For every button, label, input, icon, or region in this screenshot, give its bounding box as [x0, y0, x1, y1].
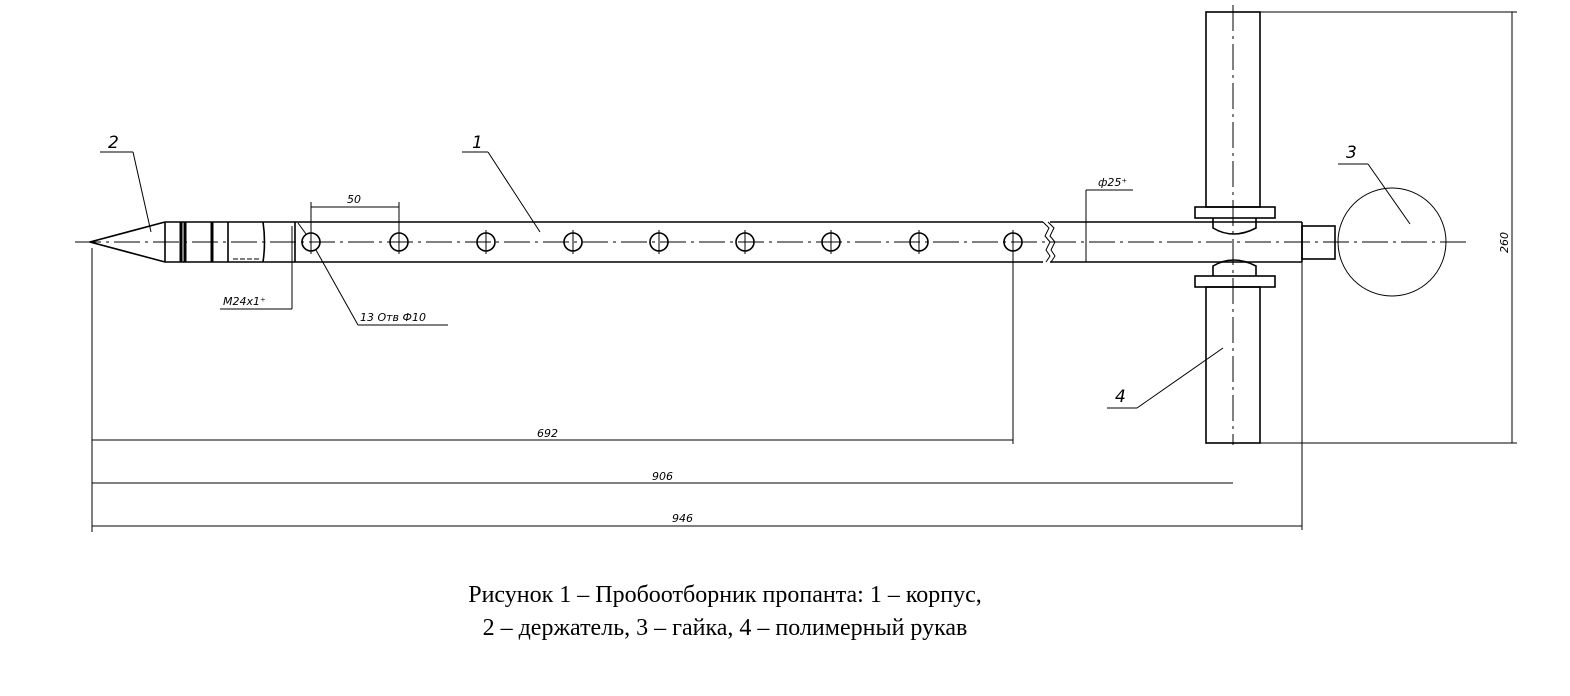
part-number-1: 1 — [472, 133, 483, 153]
diameter-note: ф25⁺ — [1085, 176, 1133, 262]
part-number-4: 4 — [1115, 387, 1126, 407]
leader-1: 1 — [462, 133, 541, 233]
lower-flange — [1194, 275, 1276, 288]
nut — [1301, 187, 1447, 297]
leader-2: 2 — [100, 133, 152, 233]
leader-4: 4 — [1107, 347, 1224, 409]
dim-50: 50 — [347, 193, 361, 206]
holes-note: 13 Отв Ф10 — [297, 222, 448, 326]
height-dim-label: 260 — [1498, 232, 1511, 253]
dim-692: 692 — [537, 427, 558, 440]
thread-label: М24х1⁺ — [223, 295, 266, 308]
part-number-2: 2 — [108, 133, 119, 153]
thread-note: М24х1⁺ — [220, 226, 293, 310]
part-number-3: 3 — [1346, 143, 1357, 163]
holder — [165, 221, 296, 263]
holes-label: 13 Отв Ф10 — [360, 311, 426, 324]
pitch-dimension: 50 — [310, 193, 400, 236]
polymer-hose — [1194, 5, 1276, 445]
length-dimensions: 692 906 946 — [91, 248, 1303, 532]
leader-3: 3 — [1338, 143, 1411, 225]
dim-946: 946 — [672, 512, 693, 525]
figure-caption-line2: 2 – держатель, 3 – гайка, 4 – полимерный… — [482, 615, 968, 641]
height-dimension: 260 — [1260, 11, 1517, 444]
diameter-label: ф25⁺ — [1098, 176, 1127, 189]
dim-906: 906 — [652, 470, 673, 483]
figure-caption-line1: Рисунок 1 – Пробоотборник пропанта: 1 – … — [468, 582, 982, 608]
upper-flange — [1194, 206, 1276, 219]
holder-cone — [86, 221, 166, 263]
